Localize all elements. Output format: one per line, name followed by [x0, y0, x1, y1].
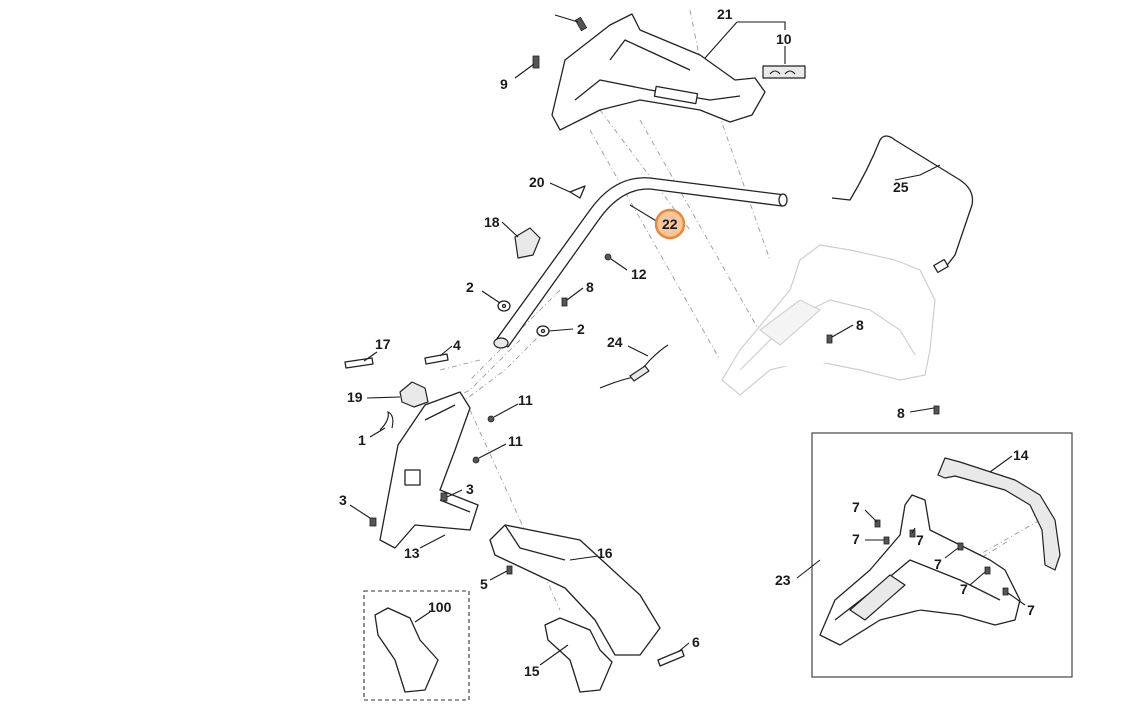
part-11-nut-a[interactable] [487, 415, 495, 423]
callout-11-a[interactable]: 11 [518, 392, 533, 408]
callout-15[interactable]: 15 [524, 663, 540, 679]
part-20-clip[interactable] [569, 185, 586, 199]
part-8-screw-c[interactable] [933, 405, 940, 415]
part-22-handle-tube[interactable] [493, 177, 788, 349]
part-8-screw-b[interactable] [826, 334, 833, 344]
part-screw-top[interactable] [574, 16, 588, 32]
part-17-bolt[interactable] [344, 357, 374, 369]
callout-18[interactable]: 18 [484, 214, 500, 230]
part-18-knob[interactable] [514, 227, 541, 259]
part-10-decal[interactable] [762, 65, 806, 79]
callout-1[interactable]: 1 [358, 432, 366, 448]
callout-labels: 21 10 9 20 22 18 12 2 8 2 24 17 4 19 11 … [339, 6, 1035, 679]
part-100-frame [363, 590, 470, 701]
callout-11-b[interactable]: 11 [508, 433, 523, 449]
part-5-screw[interactable] [506, 565, 513, 575]
part-14-handle-grip[interactable] [937, 457, 1061, 571]
part-11-nut-b[interactable] [472, 456, 480, 464]
callout-10[interactable]: 10 [776, 31, 792, 47]
callout-6[interactable]: 6 [692, 634, 700, 650]
callout-7-b[interactable]: 7 [852, 531, 860, 547]
highlight-circle-22 [654, 208, 686, 240]
callout-100[interactable]: 100 [428, 599, 452, 615]
callout-21[interactable]: 21 [717, 6, 733, 22]
callout-22[interactable]: 22 [662, 216, 678, 232]
part-23-detail-frame [811, 432, 1073, 678]
callout-5[interactable]: 5 [480, 576, 488, 592]
callout-8-b[interactable]: 8 [856, 317, 864, 333]
part-8-screw-a[interactable] [561, 297, 568, 307]
callout-25[interactable]: 25 [893, 179, 909, 195]
part-23-handle-assembly[interactable] [819, 494, 1021, 646]
part-16-lower-arm[interactable] [489, 524, 661, 656]
callout-14[interactable]: 14 [1013, 447, 1029, 463]
part-12-nut[interactable] [604, 253, 612, 261]
callout-7-c[interactable]: 7 [916, 532, 924, 548]
part-21-console-cover[interactable] [551, 13, 766, 131]
part-19-bracket[interactable] [399, 381, 429, 408]
part-24-cable[interactable] [599, 344, 669, 389]
part-1-pin[interactable] [379, 411, 394, 431]
callout-17[interactable]: 17 [375, 336, 391, 352]
callout-3-a[interactable]: 3 [339, 492, 347, 508]
part-13-lower-bracket[interactable] [379, 391, 479, 549]
part-2-washer-lower[interactable] [536, 325, 550, 337]
part-3-screw-a[interactable] [369, 517, 377, 527]
leader-lines [349, 14, 1026, 666]
callout-7-f[interactable]: 7 [1027, 602, 1035, 618]
callout-2-lower[interactable]: 2 [577, 321, 585, 337]
part-25-bail-wire[interactable] [831, 135, 974, 274]
callout-16[interactable]: 16 [597, 545, 613, 561]
ghost-handle-frame [721, 244, 936, 396]
callout-13[interactable]: 13 [404, 545, 420, 561]
part-6-bolt[interactable] [657, 649, 685, 667]
callout-23[interactable]: 23 [775, 572, 791, 588]
callout-19[interactable]: 19 [347, 389, 363, 405]
callout-7-e[interactable]: 7 [960, 581, 968, 597]
callout-4[interactable]: 4 [453, 337, 461, 353]
part-15-lower-bracket[interactable] [544, 617, 613, 693]
part-4-bolt[interactable] [424, 353, 449, 365]
part-7-screws[interactable] [874, 519, 1009, 596]
callout-7-a[interactable]: 7 [852, 499, 860, 515]
callout-24[interactable]: 24 [607, 334, 623, 350]
part-100-bracket-set[interactable] [374, 607, 439, 693]
part-9-screw[interactable] [532, 55, 540, 69]
callout-20[interactable]: 20 [529, 174, 545, 190]
callout-7-d[interactable]: 7 [934, 556, 942, 572]
callout-12[interactable]: 12 [631, 266, 647, 282]
callout-8-a[interactable]: 8 [586, 279, 594, 295]
part-3-screw-b[interactable] [440, 492, 448, 502]
callout-3-b[interactable]: 3 [466, 481, 474, 497]
callout-8-c[interactable]: 8 [897, 405, 905, 421]
callout-9[interactable]: 9 [500, 76, 508, 92]
callout-2-upper[interactable]: 2 [466, 279, 474, 295]
part-2-washer-upper[interactable] [497, 300, 511, 312]
